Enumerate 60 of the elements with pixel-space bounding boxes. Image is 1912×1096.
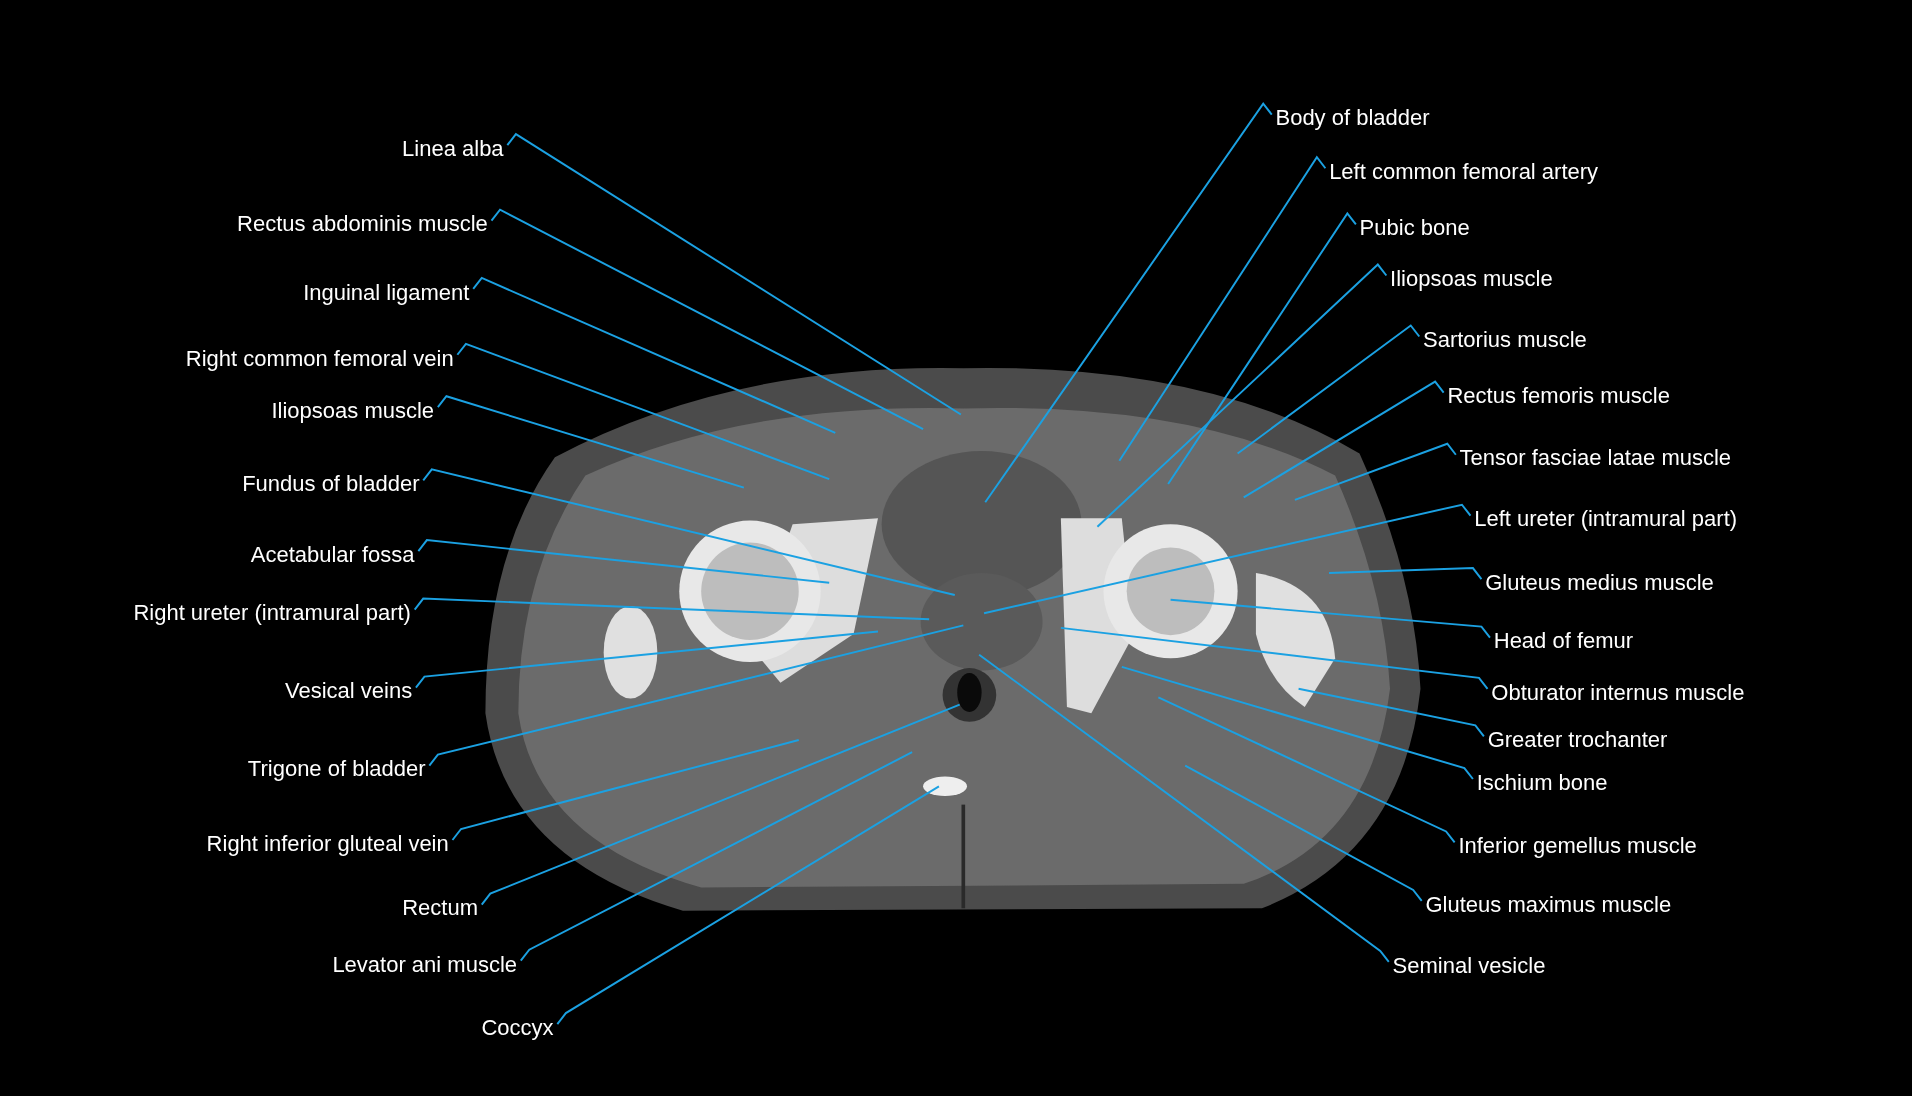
anatomy-label: Sartorius muscle [1423, 325, 1587, 356]
anatomy-label: Pubic bone [1359, 213, 1470, 243]
leader-line [1293, 442, 1457, 501]
anatomy-label: Iliopsoas muscle [271, 395, 435, 426]
anatomy-label: Seminal vesicle [1392, 950, 1546, 981]
leader-line [428, 624, 965, 767]
leader-line [414, 630, 879, 689]
anatomy-label: Rectum [402, 893, 478, 924]
anatomy-label: Greater trochanter [1487, 725, 1668, 756]
leader-line [456, 342, 831, 481]
leader-line [1328, 567, 1483, 581]
leader-line [1167, 211, 1357, 485]
anatomy-label: Right common femoral vein [185, 343, 454, 374]
leader-line [1236, 324, 1421, 455]
leader-line [451, 739, 800, 841]
leader-line [422, 468, 956, 596]
leader-line [490, 208, 925, 431]
anatomy-label: Fundus of bladder [242, 469, 420, 500]
anatomy-label: Linea alba [402, 133, 504, 164]
anatomy-label: Levator ani muscle [332, 949, 518, 980]
anatomy-label: Vesical veins [284, 676, 413, 707]
anatomy-label: Iliopsoas muscle [1390, 264, 1553, 295]
leader-line [1120, 665, 1474, 780]
anatomy-label: Left common femoral artery [1329, 156, 1599, 187]
anatomy-label: Right inferior gluteal vein [206, 828, 449, 859]
anatomy-label: Acetabular fossa [250, 539, 415, 570]
anatomy-label: Ischium bone [1476, 767, 1608, 798]
leader-line [978, 653, 1390, 963]
leader-line [1169, 598, 1491, 639]
leader-line [413, 597, 931, 621]
anatomy-label: Tensor fasciae latae muscle [1459, 443, 1732, 474]
anatomy-label: Right ureter (intramural part) [133, 598, 411, 629]
leader-line [1184, 764, 1423, 902]
leader-line [1157, 696, 1456, 844]
anatomy-label: Rectus femoris muscle [1447, 381, 1670, 412]
anatomy-label: Body of bladder [1275, 103, 1430, 134]
leader-line [506, 132, 962, 416]
anatomy-label: Rectus abdominis muscle [237, 209, 488, 240]
leader-line [984, 102, 1273, 504]
leader-line [983, 503, 1472, 615]
anatomy-label: Obturator internus muscle [1491, 677, 1745, 708]
leader-line [1297, 687, 1485, 738]
anatomy-label: Inguinal ligament [303, 277, 470, 308]
leader-line [436, 395, 745, 489]
anatomy-label: Head of femur [1493, 626, 1634, 657]
anatomy-label: Trigone of bladder [247, 754, 426, 785]
leader-line [556, 785, 940, 1026]
leader-line [1096, 263, 1388, 528]
leader-line [519, 751, 914, 962]
leader-line [1242, 380, 1445, 499]
leader-line [472, 276, 837, 434]
anatomy-label: Inferior gemellus muscle [1458, 831, 1697, 862]
anatomy-label: Left ureter (intramural part) [1474, 504, 1738, 535]
anatomy-label: Gluteus medius muscle [1485, 567, 1714, 598]
leader-line [1059, 626, 1489, 690]
anatomy-label: Gluteus maximus muscle [1425, 889, 1672, 920]
leader-line [480, 703, 961, 906]
leader-line [1118, 155, 1327, 462]
anatomy-label: Coccyx [481, 1012, 554, 1043]
leader-line [417, 539, 831, 584]
